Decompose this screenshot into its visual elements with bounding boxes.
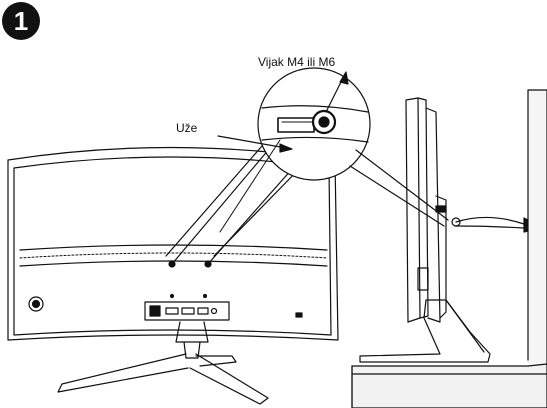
vent-band-top <box>19 244 328 251</box>
strap-callout-label: Uže <box>176 121 198 135</box>
step-number-badge: 1 <box>2 2 40 40</box>
hdmi-port-icon <box>165 307 179 315</box>
stand-foot-back <box>195 355 237 367</box>
monitor-side-view <box>359 97 533 363</box>
monitor-rear-view <box>7 146 339 405</box>
power-button-icon <box>28 296 44 312</box>
vent-slots <box>19 252 328 259</box>
side-panel-back <box>425 107 441 323</box>
wall <box>527 89 547 408</box>
monitor-back-inner <box>13 156 332 336</box>
screw-callout-label: Vijak M4 ili M6 <box>258 55 336 69</box>
strap-side <box>455 216 525 225</box>
power-port-icon <box>149 305 161 317</box>
dp-port-icon <box>181 307 195 315</box>
strap-pointer <box>217 135 293 153</box>
audio-port-icon <box>197 307 209 315</box>
stand-foot-right <box>189 353 269 405</box>
wall-and-desk <box>351 89 547 408</box>
magnified-detail <box>219 67 449 233</box>
strap-loop <box>277 117 315 133</box>
kensington-slot-icon <box>295 312 303 318</box>
leader-lines <box>165 145 305 265</box>
monitor-back-outline <box>7 146 339 341</box>
desk <box>351 363 547 408</box>
stand-foot-left <box>57 353 189 393</box>
stand-neck <box>175 321 209 343</box>
io-port-panel <box>144 301 230 321</box>
side-stand <box>359 299 491 363</box>
strap-to-wall-line <box>355 149 449 221</box>
